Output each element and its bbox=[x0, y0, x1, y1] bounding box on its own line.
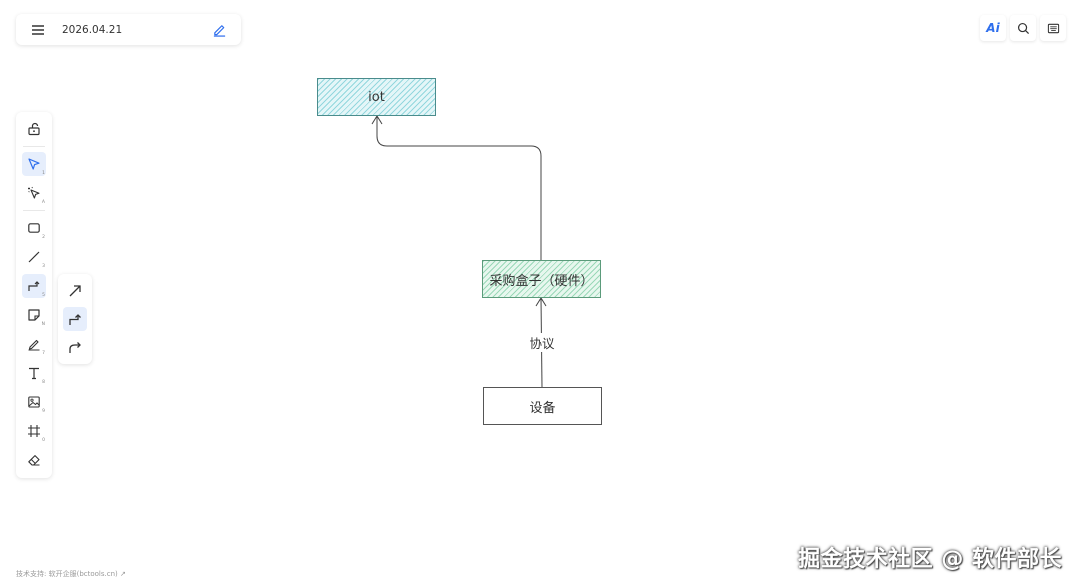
frame-tool-key: 0 bbox=[42, 437, 45, 443]
node-purchase-box-label: 采购盒子（硬件） bbox=[489, 273, 594, 289]
magic-select-tool[interactable]: A bbox=[22, 181, 46, 205]
node-purchase-box[interactable]: 采购盒子（硬件） bbox=[482, 260, 601, 298]
edit-button[interactable] bbox=[205, 16, 233, 44]
eraser-icon bbox=[28, 455, 40, 466]
text-tool-key: 8 bbox=[42, 379, 45, 385]
node-iot-label: iot bbox=[368, 89, 385, 105]
footer-credit[interactable]: 技术支持: 软开企服(bctools.cn) ↗ bbox=[16, 570, 126, 578]
image-tool-key: 9 bbox=[42, 408, 45, 414]
frame-icon bbox=[28, 425, 40, 437]
pen-icon bbox=[28, 339, 40, 351]
curved-connector-option[interactable] bbox=[63, 335, 87, 359]
curved-arrow-icon bbox=[69, 342, 81, 353]
connector-box-to-iot[interactable] bbox=[376, 117, 542, 260]
toolbar-divider bbox=[23, 210, 45, 211]
select-tool[interactable]: 1 bbox=[22, 152, 46, 176]
straight-arrow-icon bbox=[69, 285, 81, 297]
hamburger-icon bbox=[32, 24, 44, 35]
straight-connector-option[interactable] bbox=[63, 279, 87, 303]
node-device-label: 设备 bbox=[529, 400, 556, 416]
arrowhead-box bbox=[535, 297, 547, 307]
toolbar-divider bbox=[23, 146, 45, 147]
select-tool-key: 1 bbox=[42, 170, 45, 176]
text-tool[interactable]: 8 bbox=[22, 361, 46, 385]
edge-label-protocol[interactable]: 协议 bbox=[524, 333, 560, 352]
pointer-icon bbox=[28, 158, 40, 170]
node-iot[interactable]: iot bbox=[317, 78, 436, 116]
watermark: 掘金技术社区 @ 软件部长 bbox=[798, 547, 1062, 572]
search-button[interactable] bbox=[1010, 15, 1036, 41]
pen-tool-key: 7 bbox=[42, 350, 45, 356]
search-icon bbox=[1017, 22, 1029, 34]
magic-select-tool-key: A bbox=[41, 199, 45, 205]
connector-icon bbox=[28, 281, 40, 291]
connector-tool[interactable]: 5 bbox=[22, 274, 46, 298]
line-tool-key: 3 bbox=[42, 263, 45, 269]
image-tool[interactable]: 9 bbox=[22, 390, 46, 414]
rectangle-tool[interactable]: 2 bbox=[22, 216, 46, 240]
sticky-note-icon bbox=[28, 309, 40, 321]
magic-pointer-icon bbox=[28, 186, 40, 199]
lock-icon bbox=[28, 122, 40, 136]
line-icon bbox=[28, 251, 40, 263]
menu-button[interactable] bbox=[23, 15, 53, 45]
ai-button[interactable]: Ai bbox=[980, 15, 1006, 41]
sticky-note-tool-key: N bbox=[41, 321, 45, 327]
pen-tool[interactable]: 7 bbox=[22, 332, 46, 356]
left-toolbar: 1 A 2 3 5 N bbox=[16, 112, 52, 478]
elbow-connector-option[interactable] bbox=[63, 307, 87, 331]
connector-type-menu bbox=[58, 274, 92, 364]
node-device[interactable]: 设备 bbox=[483, 387, 602, 425]
keyboard-icon bbox=[1047, 23, 1059, 33]
elbow-arrow-icon bbox=[69, 314, 81, 325]
top-right-actions: Ai bbox=[980, 14, 1066, 42]
connector-tool-key: 5 bbox=[42, 292, 45, 298]
keyboard-button[interactable] bbox=[1040, 15, 1066, 41]
rectangle-tool-key: 2 bbox=[42, 234, 45, 240]
line-tool[interactable]: 3 bbox=[22, 245, 46, 269]
rectangle-icon bbox=[28, 223, 40, 233]
arrowhead-iot bbox=[371, 115, 383, 125]
document-title[interactable]: 2026.04.21 bbox=[62, 23, 123, 36]
sticky-note-tool[interactable]: N bbox=[22, 303, 46, 327]
document-header: 2026.04.21 bbox=[16, 14, 241, 45]
frame-tool[interactable]: 0 bbox=[22, 419, 46, 443]
lock-tool[interactable] bbox=[22, 117, 46, 141]
eraser-tool[interactable] bbox=[22, 448, 46, 472]
image-icon bbox=[28, 396, 40, 408]
text-icon bbox=[29, 367, 39, 380]
pencil-icon bbox=[213, 25, 225, 37]
